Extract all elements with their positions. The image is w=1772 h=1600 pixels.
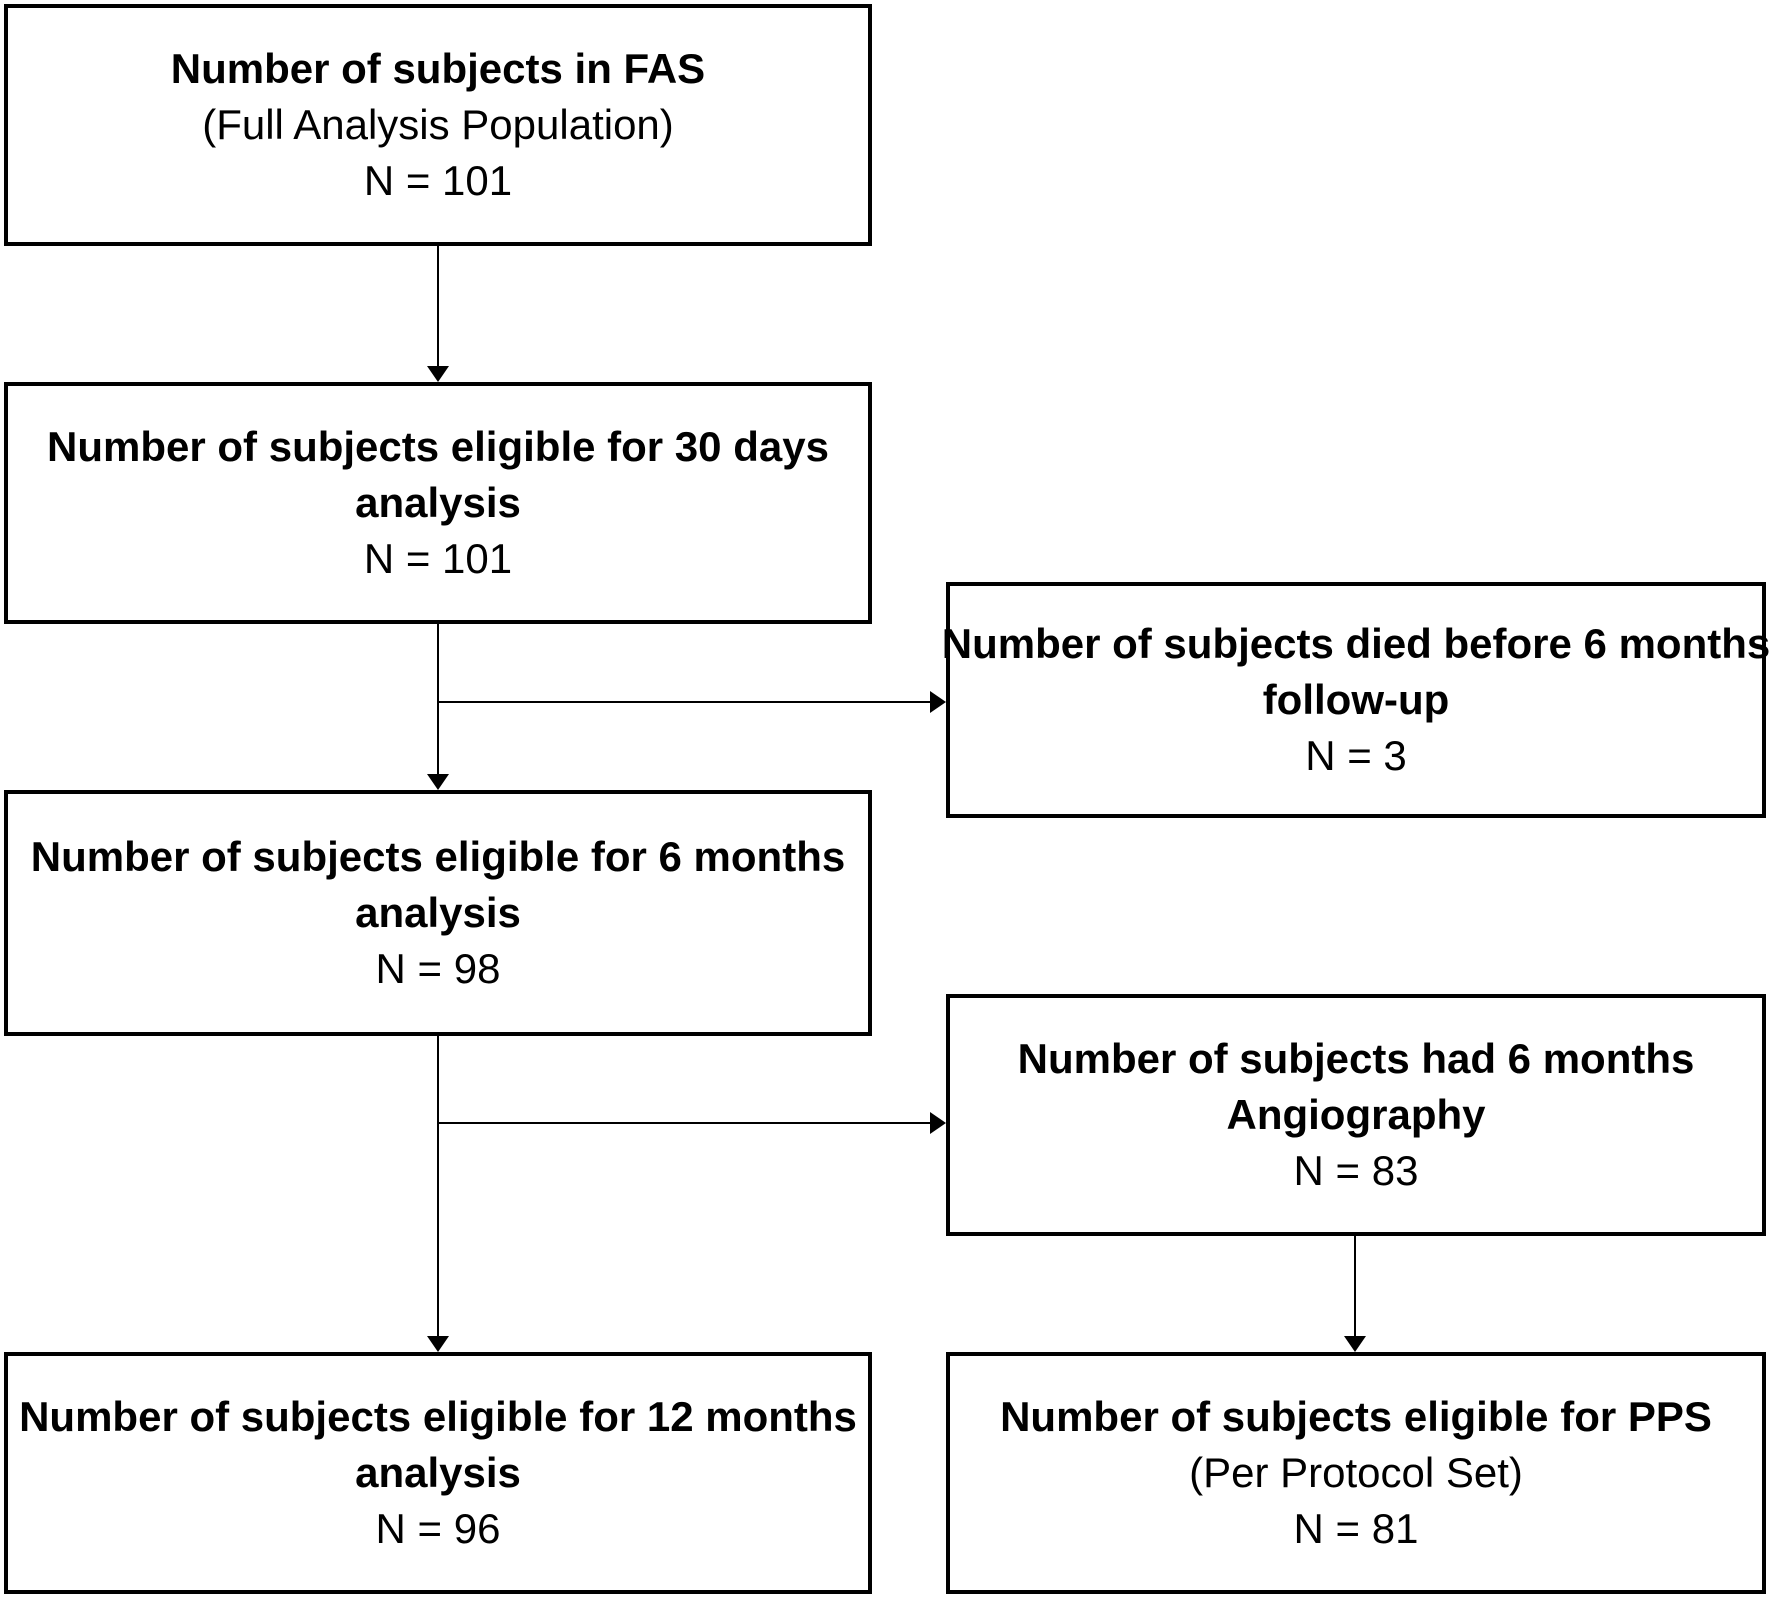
connector-fas-to-30days-line [437, 246, 439, 368]
box-eligible-6-months-title-line-2: analysis [355, 889, 521, 936]
box-angiography-6-months: Number of subjects had 6 months Angiogra… [946, 994, 1766, 1236]
box-eligible-12-months-title-line-2: analysis [355, 1449, 521, 1496]
box-died-count: N = 3 [1305, 732, 1407, 779]
arrow-right-icon [930, 691, 946, 713]
box-angiography-title-line-1: Number of subjects had 6 months [1017, 1035, 1695, 1082]
arrow-down-icon [427, 366, 449, 382]
connector-branch-to-angiography-line [438, 1122, 930, 1124]
box-eligible-12-months-count: N = 96 [375, 1505, 501, 1552]
box-eligible-12-months: Number of subjects eligible for 12 month… [4, 1352, 872, 1594]
box-died-title-line-2: follow-up [1262, 676, 1450, 723]
box-pps-subtitle: (Per Protocol Set) [1189, 1449, 1523, 1496]
box-pps-count: N = 81 [1293, 1505, 1419, 1552]
box-pps-title: Number of subjects eligible for PPS [1000, 1393, 1712, 1440]
arrow-down-icon [1344, 1336, 1366, 1352]
box-fas-title: Number of subjects in FAS [170, 45, 706, 92]
connector-30days-to-6months-line [437, 624, 439, 774]
connector-6months-to-12months-line [437, 1036, 439, 1336]
arrow-down-icon [427, 1336, 449, 1352]
box-eligible-6-months-count: N = 98 [375, 945, 501, 992]
box-eligible-12-months-title-line-1: Number of subjects eligible for 12 month… [19, 1393, 857, 1440]
arrow-down-icon [427, 774, 449, 790]
connector-angiography-to-pps-line [1354, 1236, 1356, 1336]
box-fas-subtitle: (Full Analysis Population) [202, 101, 674, 148]
connector-branch-to-died-line [438, 701, 930, 703]
box-angiography-count: N = 83 [1293, 1147, 1419, 1194]
box-eligible-6-months: Number of subjects eligible for 6 months… [4, 790, 872, 1036]
box-died-before-6-months: Number of subjects died before 6 months … [942, 582, 1770, 818]
box-fas-count: N = 101 [363, 157, 513, 204]
box-eligible-30-days-title-line-2: analysis [355, 479, 521, 526]
box-fas: Number of subjects in FAS (Full Analysis… [4, 4, 872, 246]
box-eligible-30-days-count: N = 101 [363, 535, 513, 582]
box-angiography-title-line-2: Angiography [1226, 1091, 1486, 1138]
box-eligible-pps: Number of subjects eligible for PPS (Per… [946, 1352, 1766, 1594]
box-eligible-6-months-title-line-1: Number of subjects eligible for 6 months [30, 833, 846, 880]
box-eligible-30-days: Number of subjects eligible for 30 days … [4, 382, 872, 624]
box-eligible-30-days-title-line-1: Number of subjects eligible for 30 days [47, 423, 829, 470]
box-died-title-line-1: Number of subjects died before 6 months [941, 620, 1771, 667]
arrow-right-icon [930, 1112, 946, 1134]
